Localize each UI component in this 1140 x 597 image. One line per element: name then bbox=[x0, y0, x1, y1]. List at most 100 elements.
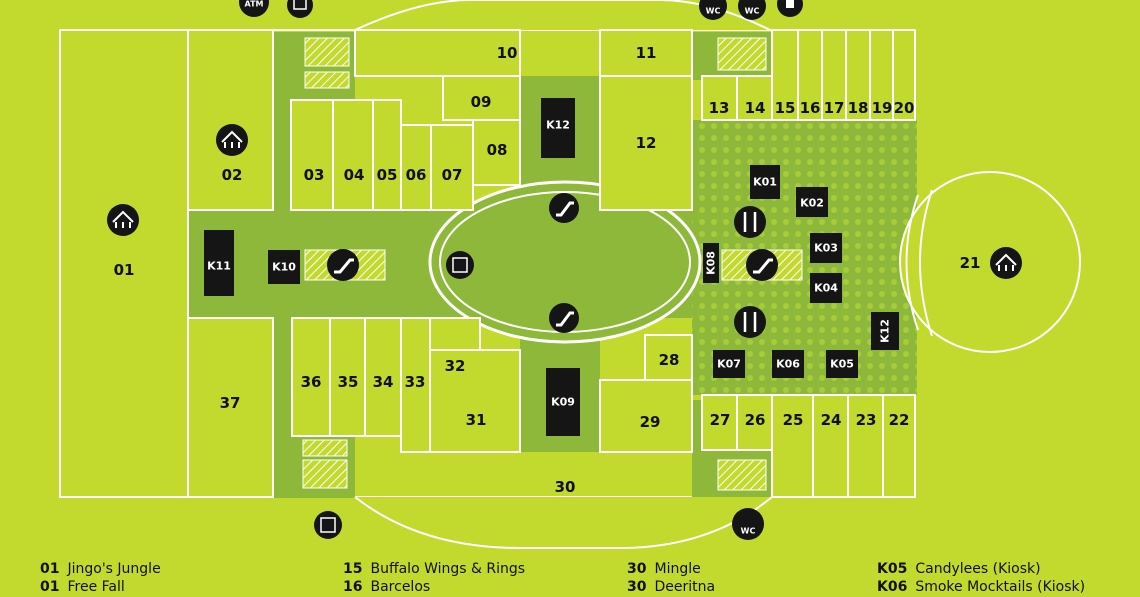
svg-text:K08: K08 bbox=[705, 251, 718, 275]
unit-09[interactable] bbox=[442, 75, 521, 121]
unit-16[interactable] bbox=[797, 29, 823, 121]
kiosk-k02[interactable] bbox=[796, 187, 828, 217]
ride-icons bbox=[107, 124, 1022, 279]
unit-03[interactable] bbox=[290, 99, 334, 211]
unit-29[interactable] bbox=[599, 379, 693, 453]
unit-34[interactable] bbox=[364, 317, 402, 437]
svg-text:K09: K09 bbox=[551, 396, 575, 409]
kiosk-k12-north[interactable] bbox=[541, 98, 575, 158]
kiosk-k07[interactable] bbox=[713, 350, 745, 378]
unit-label: 35 bbox=[338, 373, 359, 391]
lift-icon bbox=[446, 251, 474, 279]
svg-text:WC: WC bbox=[741, 527, 756, 536]
unit-label: 15 bbox=[775, 99, 796, 117]
unit-label: 02 bbox=[222, 166, 243, 184]
lift-icons bbox=[287, 0, 474, 539]
unit-labels: 01 02 03 04 05 06 07 08 09 10 11 12 13 1… bbox=[114, 44, 981, 496]
escalator-icon bbox=[549, 193, 579, 223]
unit-label: 24 bbox=[821, 411, 842, 429]
svg-text:WC: WC bbox=[745, 7, 760, 16]
unit-22[interactable] bbox=[882, 394, 916, 498]
kiosk-k09[interactable] bbox=[546, 368, 580, 436]
unit-label: 26 bbox=[745, 411, 766, 429]
unit-label: 27 bbox=[710, 411, 731, 429]
unit-label: 37 bbox=[220, 394, 241, 412]
unit-label: 23 bbox=[856, 411, 877, 429]
svg-text:K10: K10 bbox=[272, 261, 296, 274]
unit-20[interactable] bbox=[892, 29, 916, 121]
restroom-wc-icon: WC bbox=[738, 0, 766, 20]
north-dome bbox=[354, 0, 771, 31]
unit-label: 33 bbox=[405, 373, 426, 391]
unit-36[interactable] bbox=[291, 317, 331, 437]
unit-label: 31 bbox=[466, 411, 487, 429]
kiosk-k01[interactable] bbox=[750, 165, 780, 199]
unit-27[interactable] bbox=[701, 394, 738, 451]
unit-07[interactable] bbox=[430, 124, 474, 211]
carousel-icon bbox=[107, 204, 139, 236]
svg-text:K04: K04 bbox=[814, 282, 838, 295]
accessible-wc-icon: WC bbox=[732, 508, 764, 540]
unit-28[interactable] bbox=[644, 334, 693, 381]
kiosk-k04[interactable] bbox=[810, 273, 842, 303]
unit-label: 13 bbox=[709, 99, 730, 117]
dining-icon bbox=[734, 306, 766, 338]
unit-04[interactable] bbox=[332, 99, 374, 211]
unit-18[interactable] bbox=[845, 29, 871, 121]
kiosk-k11[interactable] bbox=[204, 230, 234, 296]
kiosk-k08[interactable] bbox=[703, 243, 719, 283]
unit-26[interactable] bbox=[736, 394, 773, 451]
drinking-water-icon bbox=[777, 0, 803, 17]
unit-label: 17 bbox=[824, 99, 845, 117]
atm-icon: ATM bbox=[239, 0, 269, 17]
unit-label: 22 bbox=[889, 411, 910, 429]
unit-33[interactable] bbox=[400, 317, 431, 453]
unit-08[interactable] bbox=[472, 119, 521, 186]
unit-label: 25 bbox=[783, 411, 804, 429]
unit-label: 01 bbox=[114, 261, 135, 279]
store-units bbox=[59, 29, 916, 498]
kiosk-k05[interactable] bbox=[826, 350, 858, 378]
dining-icons bbox=[734, 206, 766, 338]
svg-text:K07: K07 bbox=[717, 358, 741, 371]
kiosk-k03[interactable] bbox=[810, 233, 842, 263]
svg-text:K05: K05 bbox=[830, 358, 854, 371]
carousel-icon bbox=[990, 247, 1022, 279]
unit-35[interactable] bbox=[329, 317, 366, 437]
escalator-icon bbox=[327, 249, 359, 281]
lift-icon bbox=[287, 0, 313, 18]
unit-05[interactable] bbox=[372, 99, 402, 211]
kiosk-k06[interactable] bbox=[772, 350, 804, 378]
unit-label: 20 bbox=[894, 99, 915, 117]
accessible-wc-icon: WC bbox=[699, 0, 727, 20]
unit-25[interactable] bbox=[771, 394, 814, 498]
unit-14[interactable] bbox=[736, 75, 773, 121]
unit-label: 09 bbox=[471, 93, 492, 111]
unit-32[interactable] bbox=[429, 317, 481, 351]
svg-text:WC: WC bbox=[706, 7, 721, 16]
amenity-icons: ATM WC WC WC bbox=[239, 0, 803, 540]
kiosk-k12-east[interactable] bbox=[871, 312, 899, 350]
unit-label: 21 bbox=[960, 254, 981, 272]
unit-31[interactable] bbox=[429, 349, 521, 453]
unit-label: 10 bbox=[497, 44, 518, 62]
unit-label: 29 bbox=[640, 413, 661, 431]
unit-01[interactable] bbox=[59, 29, 189, 498]
unit-21-area bbox=[899, 171, 1081, 353]
unit-12[interactable] bbox=[599, 75, 693, 211]
svg-text:K12: K12 bbox=[879, 319, 892, 343]
unit-label: 14 bbox=[745, 99, 766, 117]
unit-23[interactable] bbox=[847, 394, 884, 498]
unit-06[interactable] bbox=[400, 124, 432, 211]
unit-label: 05 bbox=[377, 166, 398, 184]
svg-text:K12: K12 bbox=[546, 119, 570, 132]
unit-02[interactable] bbox=[187, 29, 274, 211]
kiosk-k10[interactable] bbox=[268, 250, 300, 284]
unit-10[interactable] bbox=[354, 29, 521, 77]
unit-15[interactable] bbox=[771, 29, 799, 121]
unit-37[interactable] bbox=[187, 317, 274, 498]
